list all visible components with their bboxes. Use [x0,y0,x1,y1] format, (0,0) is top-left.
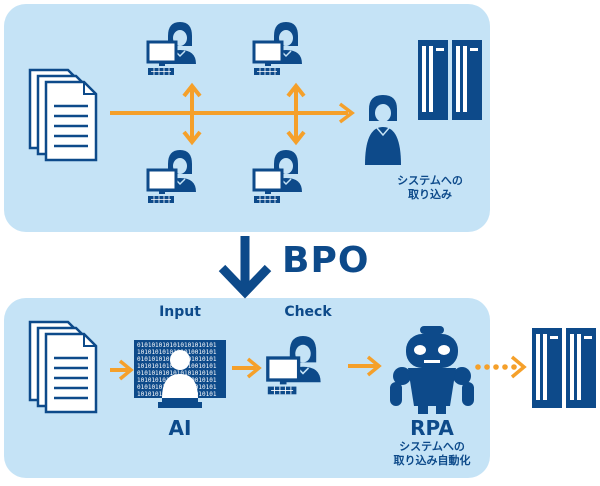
ai-binary-screen-icon: 0101010101010101010101101010101010101001… [134,340,226,408]
binary-row: 0101010101010101010101 [137,342,217,349]
system-import-label: システムへの 取り込み [375,174,485,202]
rpa-caption: システムへの 取り込み自動化 [372,440,492,468]
binary-row: 0101010101010101010101 [137,370,217,377]
rpa-label: RPA [410,416,454,440]
input-label: Input [159,304,201,320]
system-import-label-line2: 取り込み [408,188,452,201]
documents-icon [28,320,98,414]
bidirectional-arrow-right [286,82,306,146]
dotted-arrow-right-icon [475,355,527,379]
bidirectional-arrow-left [182,82,202,146]
rpa-caption-line1: システムへの [399,440,465,453]
arrow-right-icon [110,102,355,124]
rpa-caption-line2: 取り込み自動化 [393,454,471,467]
check-label: Check [284,304,332,320]
arrow-down-icon [218,236,272,299]
system-import-label-line1: システムへの [397,174,463,187]
top-panel [4,4,490,232]
ai-label: AI [168,416,192,440]
arrow-right-icon [348,355,382,377]
documents-icon [28,68,98,162]
arrow-right-icon [232,357,262,379]
server-icon [532,328,596,408]
arrow-right-icon [110,359,134,381]
robot-icon [390,326,474,414]
bottom-panel [4,298,490,478]
person-icon [365,95,401,165]
bpo-label: BPO [282,240,370,281]
